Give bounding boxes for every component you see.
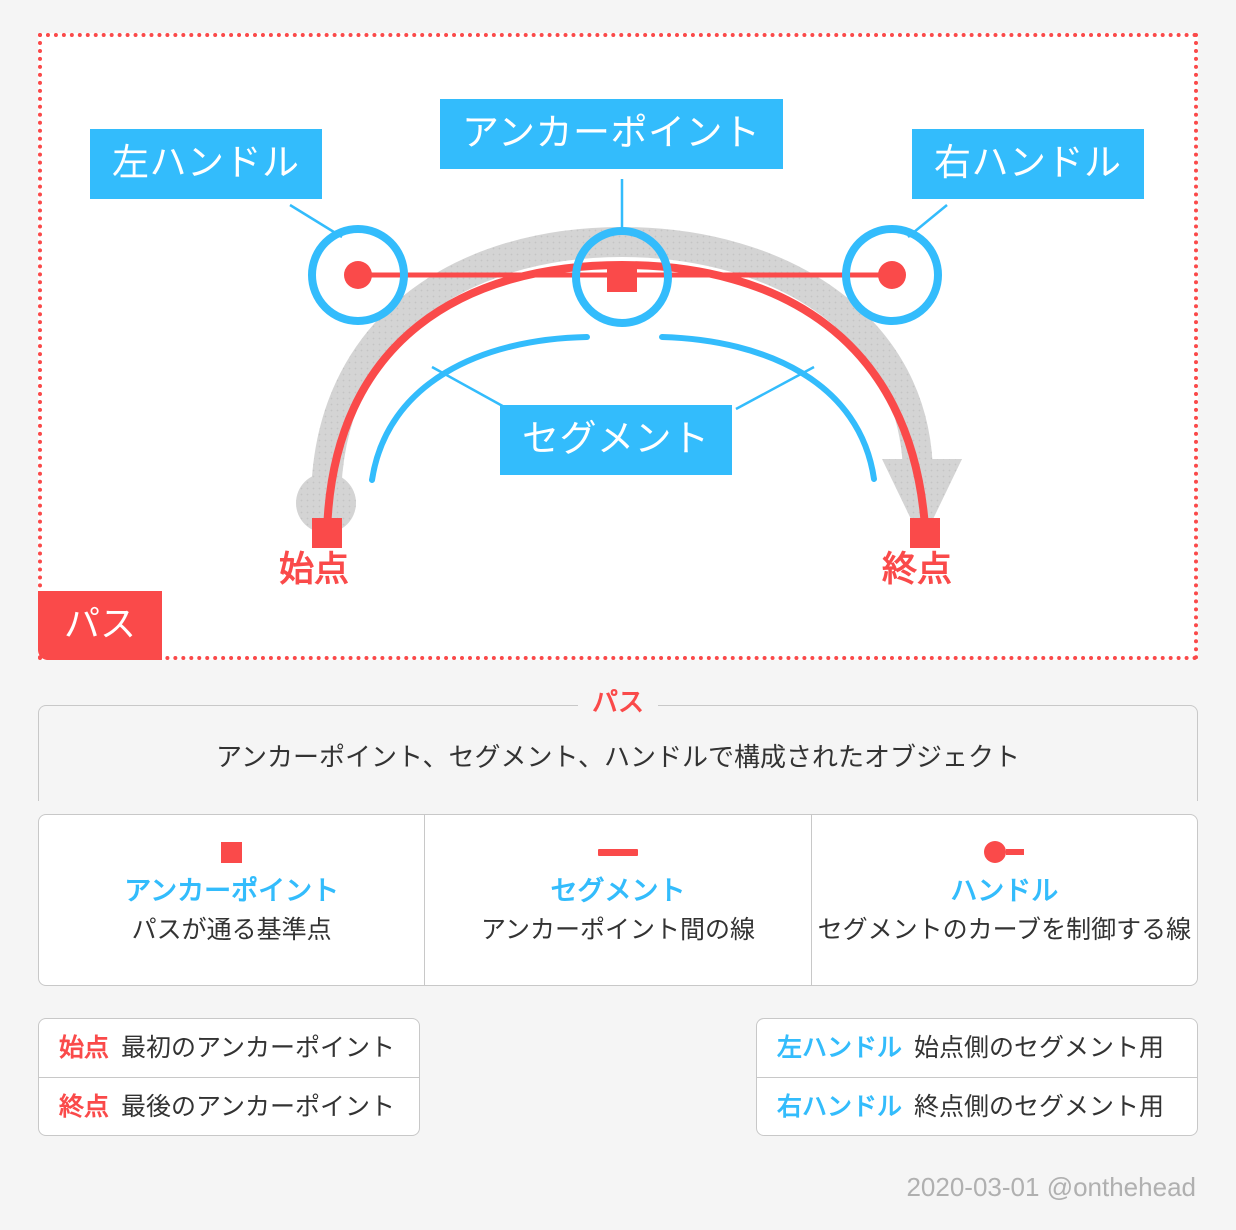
start-point-square — [312, 518, 342, 548]
sub-term: 終点 — [59, 1093, 110, 1121]
callout-right-handle: 右ハンドル — [912, 129, 1144, 199]
right-handle-dot — [878, 261, 906, 289]
sub-definition: 終点側のセグメント用 — [914, 1093, 1165, 1121]
concept-title: アンカーポイント — [124, 876, 340, 906]
path-diagram-panel: 左ハンドル アンカーポイント 右ハンドル セグメント 始点 終点 パス — [38, 33, 1198, 660]
sub-definition: 始点側のセグメント用 — [914, 1034, 1165, 1062]
path-diagram-svg — [289, 179, 962, 548]
leader-line-segment-left — [431, 365, 509, 411]
table-row: 右ハンドル 終点側のセグメント用 — [757, 1077, 1197, 1135]
caption-end-point: 終点 — [882, 550, 953, 589]
sub-term: 始点 — [59, 1034, 110, 1062]
table-row: 左ハンドル 始点側のセグメント用 — [757, 1019, 1197, 1077]
callout-anchor-point: アンカーポイント — [440, 99, 783, 169]
sub-term: 右ハンドル — [777, 1093, 903, 1121]
concept-title: セグメント — [550, 876, 686, 906]
path-fieldset-description: アンカーポイント、セグメント、ハンドルで構成されたオブジェクト — [216, 742, 1020, 772]
sub-definition: 最初のアンカーポイント — [121, 1034, 396, 1062]
table-row: 始点 最初のアンカーポイント — [39, 1019, 419, 1077]
end-point-square — [910, 518, 940, 548]
concept-description: アンカーポイント間の線 — [480, 915, 755, 944]
concept-description: セグメントのカーブを制御する線 — [817, 915, 1192, 944]
sub-definition: 最後のアンカーポイント — [121, 1093, 396, 1121]
anchor-square-icon — [39, 837, 424, 867]
left-handle-dot — [344, 261, 372, 289]
concept-card-anchor-point: アンカーポイント パスが通る基準点 — [39, 815, 424, 985]
table-row: 終点 最後のアンカーポイント — [39, 1077, 419, 1135]
callout-left-handle: 左ハンドル — [90, 129, 322, 199]
anchor-point-sub-table: 始点 最初のアンカーポイント 終点 最後のアンカーポイント — [38, 1018, 420, 1136]
concept-card-handle: ハンドル セグメントのカーブを制御する線 — [810, 815, 1197, 985]
path-definition-fieldset: パス アンカーポイント、セグメント、ハンドルで構成されたオブジェクト — [38, 689, 1198, 801]
handle-dot-stem-icon — [812, 837, 1197, 867]
segment-dash-icon — [425, 837, 810, 867]
callout-segment: セグメント — [500, 405, 732, 475]
leader-line-segment-right — [735, 365, 815, 411]
handle-sub-table: 左ハンドル 始点側のセグメント用 右ハンドル 終点側のセグメント用 — [756, 1018, 1198, 1136]
footer-credit: 2020-03-01 @onthehead — [906, 1172, 1196, 1202]
path-badge: パス — [38, 591, 163, 660]
path-fieldset-legend: パス — [577, 689, 659, 715]
concept-description: パスが通る基準点 — [131, 915, 332, 944]
concept-card-segment: セグメント アンカーポイント間の線 — [424, 815, 810, 985]
leader-line-right-handle — [907, 204, 948, 238]
concept-title: ハンドル — [950, 876, 1059, 906]
concept-card-group: アンカーポイント パスが通る基準点 セグメント アンカーポイント間の線 ハンドル… — [38, 814, 1198, 986]
left-handle-circle — [308, 225, 408, 325]
caption-start-point: 始点 — [279, 550, 350, 589]
leader-line-left-handle — [289, 203, 343, 239]
anchor-point-square — [607, 262, 637, 292]
segment-arc-left — [369, 334, 590, 483]
right-handle-circle — [842, 225, 942, 325]
sub-term: 左ハンドル — [777, 1034, 903, 1062]
